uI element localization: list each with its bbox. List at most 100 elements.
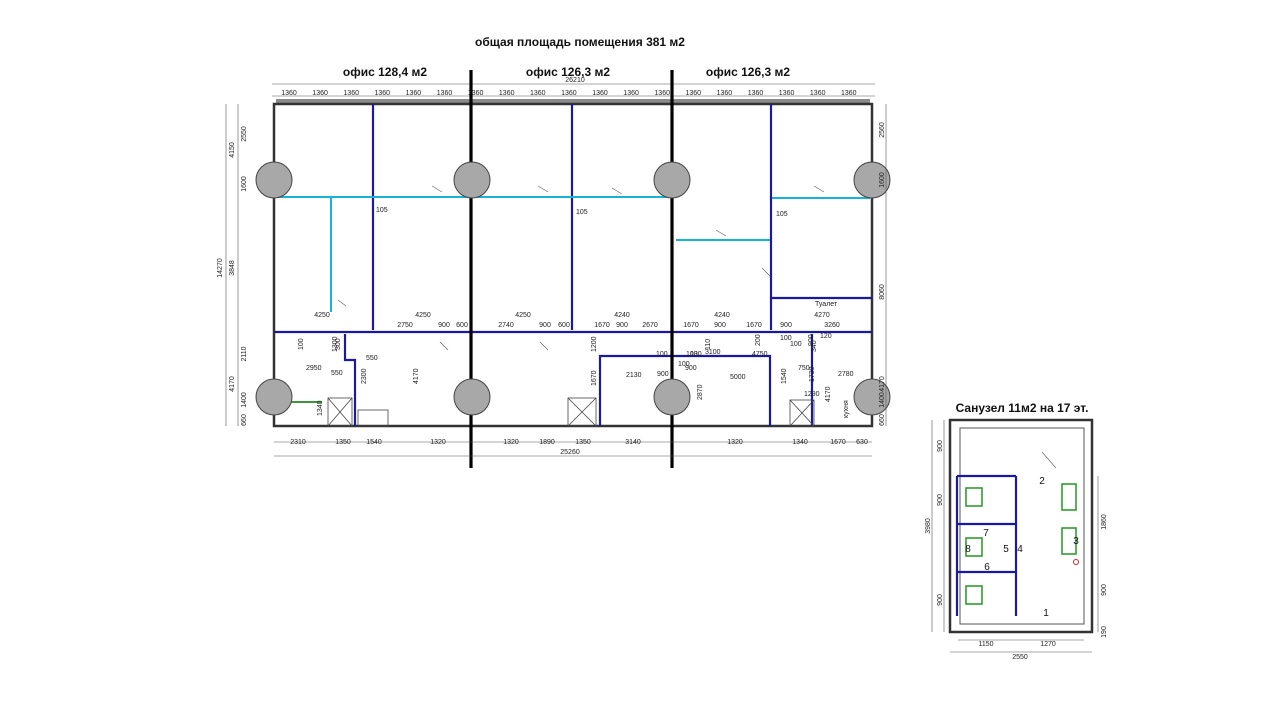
toilet-fixture-3: [965, 585, 983, 605]
misc-dim-26: 1340: [317, 400, 324, 416]
toilet-fixture-1: [965, 487, 983, 507]
misc-dim-0: 100: [298, 338, 305, 350]
interior-dim-b-9: 1670: [683, 322, 699, 329]
column-3: [653, 161, 691, 199]
sanuzel-left-dim-2: 900: [937, 494, 944, 506]
interior-dim-a-1: 4250: [415, 312, 431, 319]
bottom-dim-8: 1320: [727, 439, 743, 446]
interior-dim-a-0: 4250: [314, 312, 330, 319]
misc-dim-6: 4170: [413, 368, 420, 384]
bottom-dim-9: 1340: [792, 439, 808, 446]
interior-dim-a-3: 4240: [614, 312, 630, 319]
office-1-label: офис 128,4 м2: [343, 65, 427, 79]
misc-dim-17: 900: [685, 365, 697, 372]
shaft-left: [327, 397, 353, 427]
bottom-dim-3: 1320: [430, 439, 446, 446]
core-wall-center: [598, 354, 772, 426]
shaft-center: [567, 397, 597, 427]
overall-width-dim: 26210: [565, 77, 585, 84]
top-dim-2: 1360: [343, 90, 359, 97]
interior-dim-b-5: 600: [558, 322, 570, 329]
interior-dim-b-11: 1670: [746, 322, 762, 329]
sink-fixture-2: [1061, 527, 1077, 555]
top-dim-12: 1360: [654, 90, 670, 97]
sanuzel-bottom-overall-dim: 2550: [1012, 654, 1028, 661]
interior-dim-b-6: 1670: [594, 322, 610, 329]
top-dimension-chain: 1360 1360 1360 1360 1360 1360 1360 1360 1360 1360…: [281, 90, 856, 97]
top-dim-13: 1360: [686, 90, 702, 97]
bottom-overall-dim: 25260: [560, 449, 580, 456]
interior-dim-a-2: 4250: [515, 312, 531, 319]
top-dim-1: 1360: [312, 90, 328, 97]
bottom-dim-5: 1890: [539, 439, 555, 446]
sanuzel-bottom-dim-1: 1270: [1040, 641, 1056, 648]
left-dim-2: 1600: [241, 176, 248, 192]
misc-dim-19: 2870: [697, 384, 704, 400]
misc-dim-3: 2950: [306, 365, 322, 372]
misc-dim-23: 2780: [838, 371, 854, 378]
interior-dim-b-0: 2750: [397, 322, 413, 329]
misc-dim-15: 2130: [626, 372, 642, 379]
top-dim-15: 1360: [748, 90, 764, 97]
plan-total-area-title: общая площадь помещения 381 м2: [475, 35, 685, 49]
interior-dim-b-10: 900: [714, 322, 726, 329]
interior-dim-b-4: 900: [539, 322, 551, 329]
right-dim-0: 2560: [879, 122, 886, 138]
misc-dim-20: 1540: [781, 368, 788, 384]
misc-dim-8: 100: [656, 351, 668, 358]
top-dim-11: 1360: [623, 90, 639, 97]
left-dim-3: 14270: [217, 258, 224, 278]
bottom-dim-1: 1350: [335, 439, 351, 446]
top-dim-9: 1360: [561, 90, 577, 97]
misc-dim-5: 2300: [361, 368, 368, 384]
sanuzel-number-3: 3: [1073, 536, 1079, 547]
top-dim-18: 1360: [841, 90, 857, 97]
drain-marker: [1073, 559, 1079, 565]
misc-dim-33: 100: [780, 335, 792, 342]
right-dim-2: 8060: [879, 284, 886, 300]
misc-dim-29: 110: [705, 339, 712, 350]
sanuzel-number-2: 2: [1039, 476, 1045, 487]
misc-dim-31: 130: [690, 351, 702, 358]
misc-dim-28: 200: [755, 334, 762, 346]
right-dim-4: 1400: [879, 392, 886, 408]
misc-dim-21: 750: [798, 365, 810, 372]
misc-dim-16: 900: [657, 371, 669, 378]
bottom-dim-10: 1670: [830, 439, 846, 446]
bottom-dim-4: 1320: [503, 439, 519, 446]
misc-dim-34: 340: [811, 340, 818, 352]
room-label-105-b: 105: [576, 209, 588, 216]
bottom-dim-2: 1540: [366, 439, 382, 446]
room-label-toilet: Туалет: [815, 301, 838, 308]
right-dim-3: 4170: [879, 376, 886, 392]
column-5: [255, 378, 293, 416]
interior-dim-b-8: 2670: [642, 322, 658, 329]
top-dim-6: 1360: [468, 90, 484, 97]
right-dim-1: 1600: [879, 172, 886, 188]
interior-dim-b-3: 2740: [498, 322, 514, 329]
column-8: [853, 378, 891, 416]
left-dim-4: 3848: [229, 260, 236, 276]
sanuzel-number-5: 5: [1003, 544, 1009, 555]
misc-dim-7: 1200: [591, 336, 598, 352]
interior-dim-a-4: 4240: [714, 312, 730, 319]
misc-dim-14: 1670: [591, 370, 598, 386]
office-2-label: офис 126,3 м2: [526, 65, 610, 79]
top-dim-4: 1360: [406, 90, 422, 97]
left-dim-0: 4150: [229, 142, 236, 158]
sanuzel-plan: [948, 418, 1094, 634]
sanuzel-number-4: 4: [1017, 544, 1023, 555]
misc-dim-18: 5000: [730, 374, 746, 381]
door-swings: [337, 185, 825, 351]
room-label-105-a: 105: [376, 207, 388, 214]
interior-dim-b-1: 900: [438, 322, 450, 329]
column-4: [853, 161, 891, 199]
top-dim-3: 1360: [375, 90, 391, 97]
left-dim-7: 1400: [241, 392, 248, 408]
sanuzel-right-dim-0: 1860: [1101, 514, 1108, 530]
